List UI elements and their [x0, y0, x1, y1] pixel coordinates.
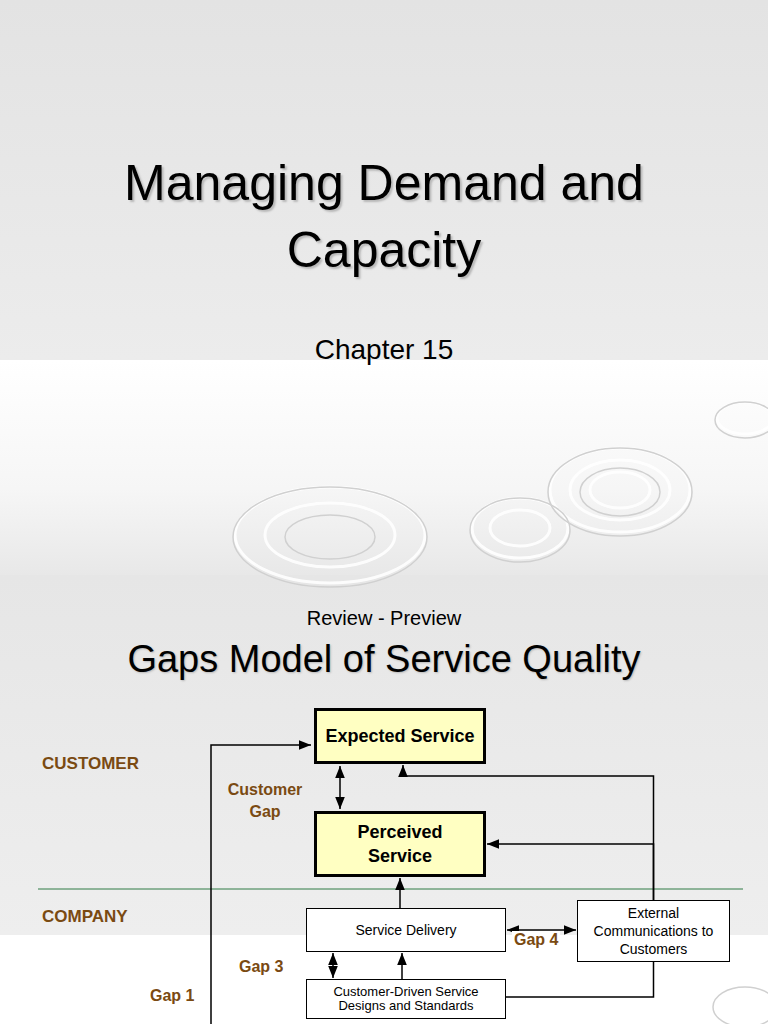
region-label: CUSTOMER: [42, 754, 139, 774]
slide-title: Managing Demand and Capacity: [64, 150, 704, 284]
connector-arrow: [487, 844, 654, 900]
perception-box: Perceived Service: [314, 811, 486, 877]
connector-arrow: [506, 962, 654, 997]
process-box: External Communications to Customers: [577, 900, 730, 962]
connector-arrow: [401, 953, 403, 979]
slide-heading: Gaps Model of Service Quality: [24, 638, 744, 681]
gap-label: Customer Gap: [214, 779, 316, 823]
slide-kicker: Review - Preview: [234, 607, 534, 630]
gap-label: Gap 3: [239, 958, 283, 976]
slide-two-band: [0, 575, 768, 935]
expectation-box: Expected Service: [314, 708, 486, 764]
swirl-shadow: [233, 402, 768, 1024]
node-text: Customer-Driven Service Designs and Stan…: [313, 985, 499, 1013]
node-text: Service Delivery: [355, 921, 456, 940]
title-band: [0, 0, 768, 360]
gap-label: Gap 4: [512, 931, 560, 949]
lower-band: [0, 360, 768, 575]
customer-company-divider: [38, 889, 743, 890]
connector-arrow: [399, 878, 401, 908]
node-text: External Communications to Customers: [586, 904, 721, 958]
connector-arrow: [332, 953, 334, 978]
gap-label: Gap 1: [150, 987, 194, 1005]
node-text: Perceived Service: [325, 820, 475, 868]
process-box: Service Delivery: [306, 908, 506, 952]
process-box: Customer-Driven Service Designs and Stan…: [306, 979, 506, 1019]
region-label: COMPANY: [42, 907, 128, 927]
connector-arrow: [339, 766, 341, 809]
swirl-decoration: [235, 402, 768, 1023]
node-text: Expected Service: [325, 724, 474, 748]
chapter-number: Chapter 15: [234, 334, 534, 366]
